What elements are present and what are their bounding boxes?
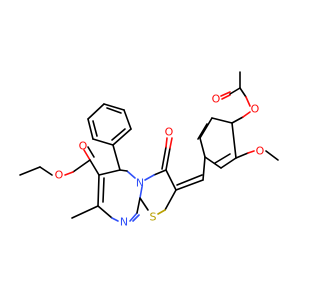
ester-carbonyl-oxygen: O	[79, 140, 88, 153]
ester-ether-oxygen: O	[55, 169, 64, 182]
bond-lines	[19, 71, 279, 222]
atom-labels: O O O O O O N N S	[55, 93, 265, 229]
ring-nitrogen: N	[120, 216, 128, 229]
bridgehead-nitrogen: N	[136, 177, 144, 190]
acetyl-carbonyl-oxygen: O	[212, 93, 221, 106]
methoxy-oxygen: O	[256, 145, 265, 158]
acetyl-ether-oxygen: O	[251, 103, 260, 116]
molecule-structure: O O O O O O N N S	[19, 71, 279, 229]
thiazole-sulfur: S	[150, 211, 157, 224]
ketone-oxygen: O	[165, 126, 174, 139]
